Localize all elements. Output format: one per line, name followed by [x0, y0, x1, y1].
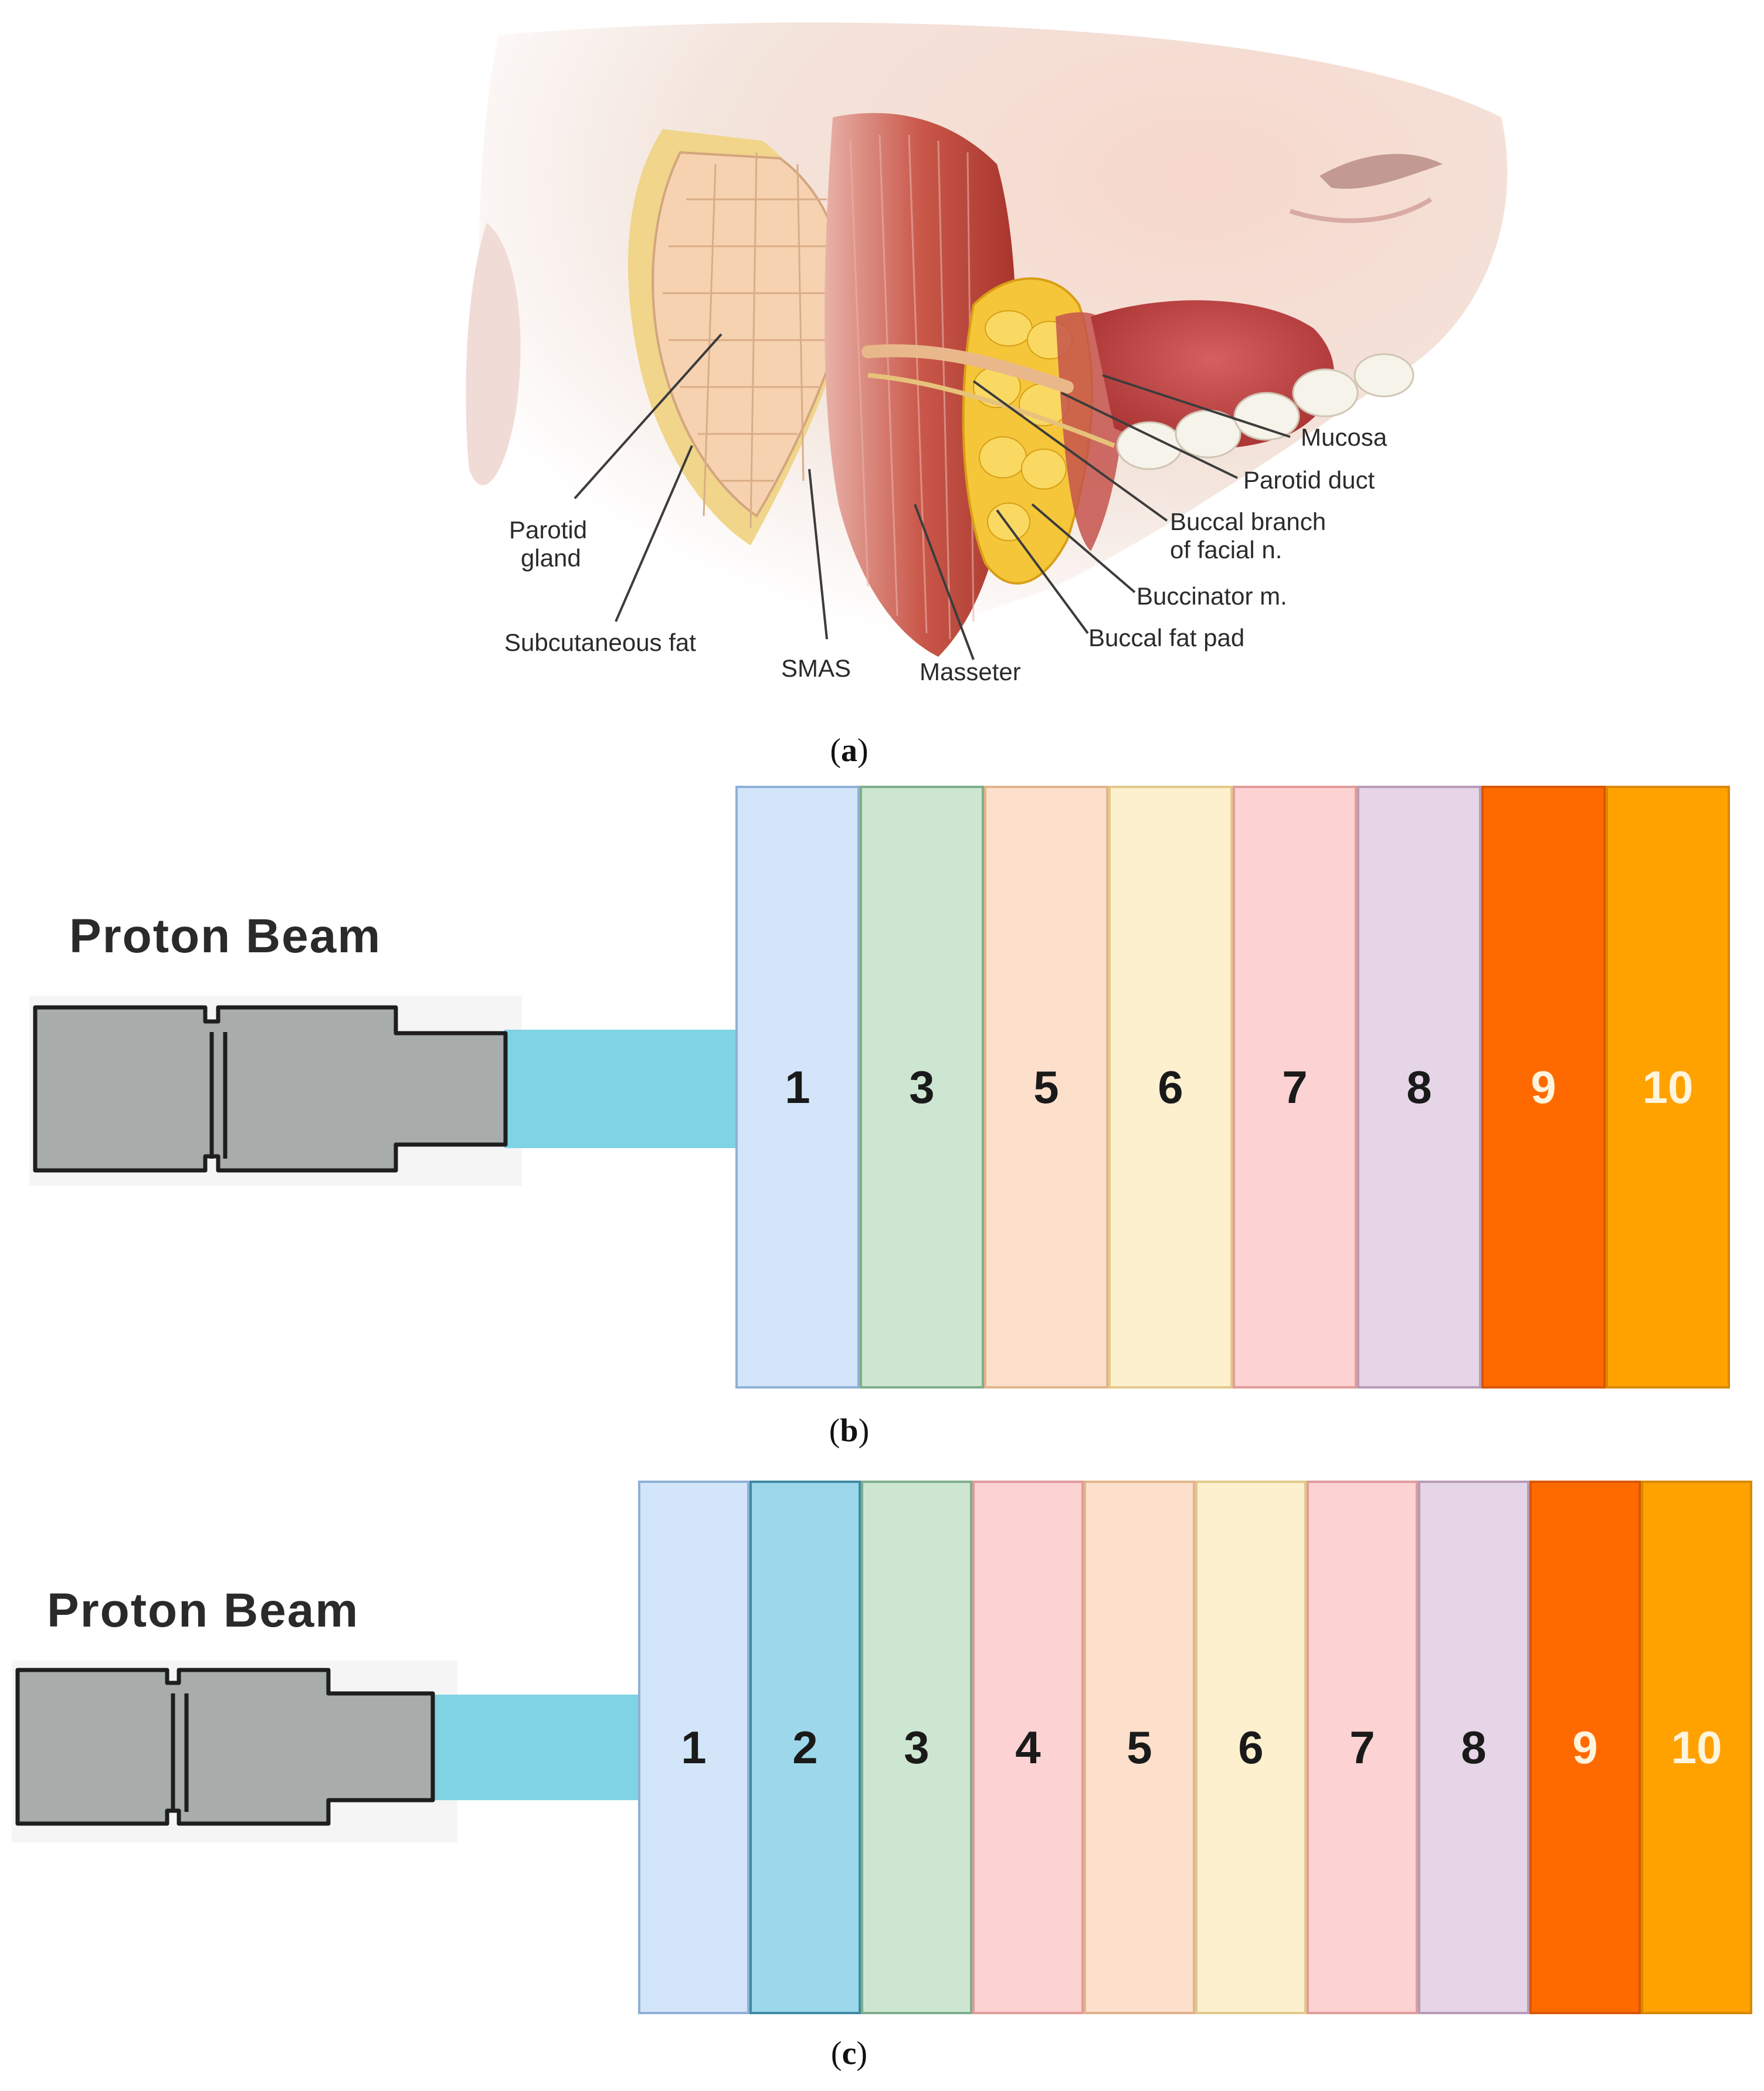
panel-b-nozzle: [33, 1005, 508, 1173]
panel-c-layer-1: 1: [638, 1481, 749, 2014]
panel-b-proton-source: [29, 996, 762, 1186]
caption-a: (a): [830, 732, 869, 769]
panel-b-beam: [504, 1030, 762, 1148]
panel-c-beam: [431, 1695, 657, 1800]
panel-c-layer-10: 10: [1641, 1481, 1752, 2014]
label-buccinator: Buccinator m.: [1137, 582, 1287, 610]
panel-b-layer-6: 6: [1108, 786, 1233, 1389]
anatomy-drawing: [466, 22, 1508, 660]
label-buccal-fat-pad: Buccal fat pad: [1088, 624, 1245, 651]
panel-c-layer-7: 7: [1307, 1481, 1418, 2014]
panel-b-layer-9: 9: [1481, 786, 1606, 1389]
ear-shape: [466, 223, 521, 486]
panel-c-layer-5: 5: [1084, 1481, 1195, 2014]
panel-c-nozzle: [15, 1668, 435, 1826]
panel-c-layer-8: 8: [1418, 1481, 1529, 2014]
panel-b-layer-8: 8: [1357, 786, 1481, 1389]
panel-b-layer-1: 1: [735, 786, 860, 1389]
panel-c-layer-6: 6: [1195, 1481, 1307, 2014]
caption-c: (c): [830, 2035, 868, 2072]
label-parotid-gland-line2: gland: [521, 544, 581, 572]
label-mucosa: Mucosa: [1301, 423, 1388, 451]
label-smas: SMAS: [781, 654, 852, 682]
anatomy-illustration: Mucosa Parotid duct Buccal branch of fac…: [0, 0, 1764, 762]
panel-c-layer-9: 9: [1529, 1481, 1641, 2014]
panel-c-proton-source: [12, 1661, 657, 1842]
panel-b-layer-5: 5: [984, 786, 1108, 1389]
parotid-duct-shape: [861, 344, 1074, 393]
label-parotid-gland-line1: Parotid: [509, 516, 588, 544]
label-parotid-duct: Parotid duct: [1243, 466, 1375, 494]
panel-b-layer-10: 10: [1606, 786, 1730, 1389]
panel-b-layer-3: 3: [860, 786, 984, 1389]
panel-c-layer-4: 4: [972, 1481, 1084, 2014]
panel-c-title: Proton Beam: [47, 1584, 359, 1637]
label-subcutaneous-fat: Subcutaneous fat: [504, 629, 696, 656]
label-buccal-branch-line2: of facial n.: [1170, 536, 1283, 564]
panel-c-layer-3: 3: [861, 1481, 972, 2014]
label-masseter: Masseter: [920, 658, 1021, 685]
label-buccal-branch-line1: Buccal branch: [1170, 508, 1327, 535]
panel-b-layer-7: 7: [1233, 786, 1357, 1389]
panel-c-layer-2: 2: [749, 1481, 861, 2014]
eye-shape: [1319, 154, 1443, 189]
caption-b: (b): [829, 1413, 870, 1449]
panel-b-title: Proton Beam: [69, 909, 382, 963]
leader-lines: [574, 333, 1291, 660]
